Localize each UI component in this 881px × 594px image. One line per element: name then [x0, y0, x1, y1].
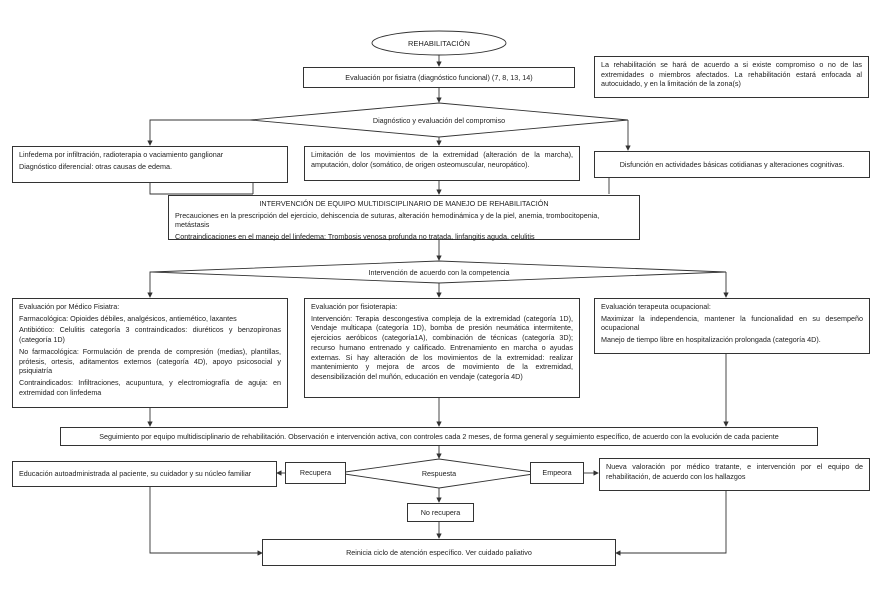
note-text: La rehabilitación se hará de acuerdo a s…	[601, 60, 862, 89]
medico-title: Evaluación por Médico Fisiatra:	[19, 302, 120, 311]
medico-antib: Antibiótico: Celulitis categoría 3 contr…	[19, 325, 281, 345]
decision-diagnostico-label: Diagnóstico y evaluación del compromiso	[373, 116, 505, 125]
linfedema-box: Linfedema por infiltración, radioterapia…	[12, 146, 288, 183]
limitacion-text: Limitación de los movimientos de la extr…	[311, 150, 573, 169]
seguimiento-text: Seguimiento por equipo multidisciplinari…	[99, 431, 779, 441]
disfuncion-box: Disfunción en actividades básicas cotidi…	[594, 151, 870, 178]
limitacion-box: Limitación de los movimientos de la extr…	[304, 146, 580, 181]
disfuncion-text: Disfunción en actividades básicas cotidi…	[619, 159, 845, 169]
medico-nofarm: No farmacológica: Formulación de prenda …	[19, 346, 281, 376]
fisiatra-eval-text: Evaluación por fisiatra (diagnóstico fun…	[345, 72, 533, 82]
decision-competencia-label: Intervención de acuerdo con la competenc…	[368, 268, 509, 277]
empeora-box: Empeora	[530, 462, 584, 484]
empeora-text: Empeora	[542, 468, 572, 478]
terapeuta-line2: Manejo de tiempo libre en hospitalizació…	[601, 335, 821, 345]
nueva-text: Nueva valoración por médico tratante, e …	[606, 462, 863, 481]
medico-box: Evaluación por Médico Fisiatra: Farmacol…	[12, 298, 288, 408]
linfedema-line1: Linfedema por infiltración, radioterapia…	[19, 150, 224, 159]
fisio-title: Evaluación por fisioterapia:	[311, 302, 398, 311]
terapeuta-box: Evaluación terapeuta ocupacional: Maximi…	[594, 298, 870, 354]
fisiatra-eval-box: Evaluación por fisiatra (diagnóstico fun…	[303, 67, 575, 88]
note-box: La rehabilitación se hará de acuerdo a s…	[594, 56, 869, 98]
intervencion-box: INTERVENCIÓN DE EQUIPO MULTIDISCIPLINARI…	[168, 195, 640, 242]
intervencion-line2: Contraindicaciones en el manejo del linf…	[175, 232, 535, 242]
linfedema-line2: Diagnóstico diferencial: otras causas de…	[19, 161, 173, 171]
seguimiento-box: Seguimiento por equipo multidisciplinari…	[60, 427, 818, 446]
no-recupera-text: No recupera	[420, 507, 461, 517]
decision-respuesta-label: Respuesta	[422, 469, 456, 478]
medico-farm: Farmacológica: Opioides débiles, analgés…	[19, 313, 237, 323]
start-label: REHABILITACIÓN	[408, 39, 470, 48]
no-recupera-box: No recupera	[407, 503, 474, 522]
terapeuta-line1: Maximizar la independencia, mantener la …	[601, 313, 863, 333]
recupera-text: Recupera	[299, 468, 332, 478]
terapeuta-title: Evaluación terapeuta ocupacional:	[601, 302, 711, 311]
educacion-box: Educación autoadministrada al paciente, …	[12, 461, 277, 487]
medico-contra: Contraindicados: Infiltraciones, acupunt…	[19, 378, 281, 397]
educacion-text: Educación autoadministrada al paciente, …	[19, 469, 252, 479]
recupera-box: Recupera	[285, 462, 346, 484]
intervencion-title: INTERVENCIÓN DE EQUIPO MULTIDISCIPLINARI…	[259, 199, 549, 208]
fisio-box: Evaluación por fisioterapia: Intervenció…	[304, 298, 580, 398]
nueva-box: Nueva valoración por médico tratante, e …	[599, 458, 870, 491]
reinicia-box: Reinicia ciclo de atención específico. V…	[262, 539, 616, 566]
reinicia-text: Reinicia ciclo de atención específico. V…	[346, 547, 532, 557]
intervencion-line1: Precauciones en la prescripción del ejer…	[175, 210, 600, 230]
fisio-text: Intervención: Terapia descongestiva comp…	[311, 313, 573, 382]
